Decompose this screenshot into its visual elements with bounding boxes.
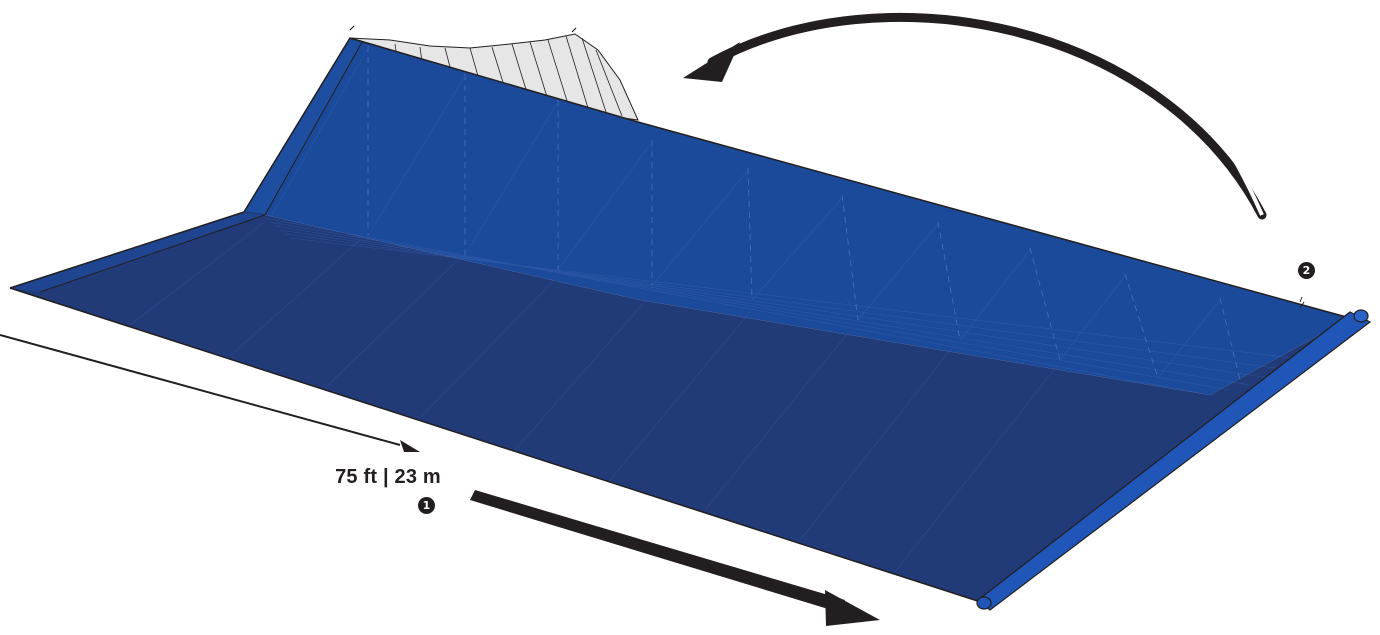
number-marker-icon: 1 [418,497,435,514]
straight-arrow-icon [0,334,880,626]
dimension-label: 75 ft | 23 m [335,466,441,488]
flat-cover-panel [9,211,1362,606]
roll-tube [976,296,1372,611]
number-marker-icon: 2 [1298,262,1315,279]
curved-arrow-icon [683,12,1267,220]
